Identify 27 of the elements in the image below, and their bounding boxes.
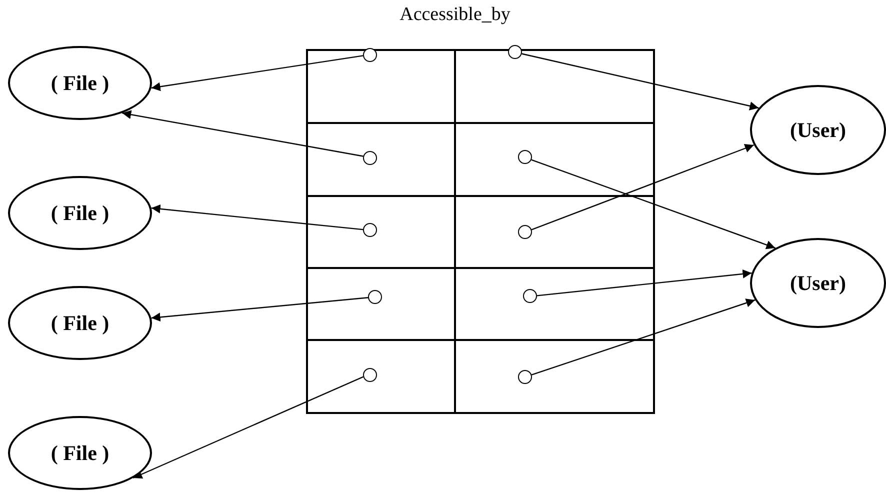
pointer-circle	[518, 150, 532, 164]
arrow	[151, 204, 364, 230]
pointer-circle	[363, 223, 377, 237]
table-title: Accessible_by	[398, 4, 512, 26]
arrow	[531, 298, 756, 376]
arrow	[151, 297, 368, 322]
arrow	[132, 376, 364, 479]
pointer-circle	[518, 370, 532, 384]
pointer-circle	[523, 289, 537, 303]
arrow	[122, 110, 364, 157]
pointer-circle	[363, 151, 377, 165]
arrow	[536, 269, 752, 296]
entity-label: ( File )	[50, 440, 110, 466]
pointer-circle	[363, 368, 377, 382]
entity-label: (User)	[790, 118, 846, 142]
entity-label: ( File )	[50, 310, 110, 336]
arrow	[522, 53, 759, 110]
pointer-circle	[368, 290, 382, 304]
arrow	[531, 159, 776, 250]
entity-label: ( File )	[50, 200, 110, 226]
pointer-circle	[363, 48, 377, 62]
pointer-circle	[518, 225, 532, 239]
arrow	[531, 144, 754, 230]
arrow	[151, 55, 364, 92]
entity-label: (User)	[790, 270, 846, 296]
pointer-circle	[508, 45, 522, 59]
entity-label: ( File )	[50, 70, 110, 96]
